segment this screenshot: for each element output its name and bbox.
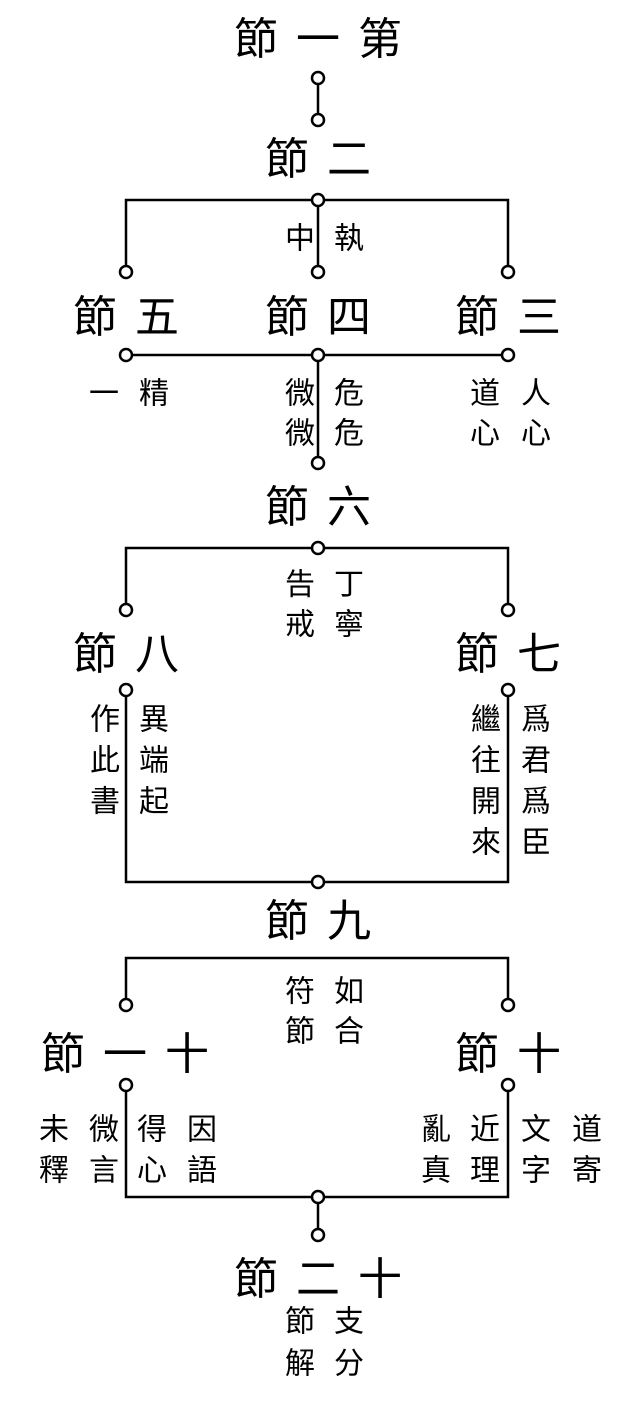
note-section-11: 得心 <box>131 1113 166 1195</box>
note-section-4: 微 <box>279 417 314 458</box>
note-section-9: 節 <box>279 1015 314 1056</box>
heading-section-8: 節八 <box>73 629 197 680</box>
note-section-10: 近理 <box>464 1113 499 1195</box>
node-circles <box>118 70 516 1243</box>
note-section-10: 亂真 <box>415 1113 450 1195</box>
note-section-9: 如 <box>328 975 363 1016</box>
note-section-4: 危 <box>328 417 363 458</box>
note-section-3: 心 <box>464 417 499 458</box>
note-section-8-right: 異端起 <box>133 703 168 826</box>
note-section-7-right: 爲君爲臣 <box>515 703 550 867</box>
note-section-11: 微言 <box>83 1113 118 1195</box>
note-section-3: 人 <box>515 377 550 418</box>
note-section-6: 告 <box>279 568 314 609</box>
note-section-9: 符 <box>279 975 314 1016</box>
note-section-5-left: 一 <box>83 377 118 418</box>
note-section-6: 丁 <box>328 568 363 609</box>
note-section-2-left: 中 <box>279 222 314 263</box>
note-section-6: 寧 <box>328 608 363 649</box>
note-section-12: 解 <box>279 1347 314 1388</box>
heading-section-11: 節一十 <box>41 1029 227 1080</box>
note-section-11: 因語 <box>181 1113 216 1195</box>
note-section-8-left: 作此書 <box>84 703 119 826</box>
note-section-2-right: 執 <box>328 222 363 263</box>
note-section-12: 分 <box>328 1347 363 1388</box>
note-section-4: 微 <box>279 377 314 418</box>
heading-section-7: 節七 <box>455 629 579 680</box>
note-section-12: 支 <box>328 1305 363 1346</box>
heading-section-10: 節十 <box>455 1029 579 1080</box>
heading-section-1: 節一第 <box>234 14 420 65</box>
note-section-10: 文字 <box>515 1113 550 1195</box>
heading-section-9: 節九 <box>265 896 389 947</box>
note-section-10: 道寄 <box>566 1113 601 1195</box>
note-section-4: 危 <box>328 377 363 418</box>
note-section-11: 未釋 <box>33 1113 68 1195</box>
heading-section-3: 節三 <box>455 292 579 343</box>
note-section-3: 道 <box>464 377 499 418</box>
note-section-5-right: 精 <box>133 377 168 418</box>
heading-section-6: 節六 <box>265 482 389 533</box>
note-section-6: 戒 <box>279 608 314 649</box>
note-section-9: 合 <box>328 1015 363 1056</box>
note-section-7-left: 繼往開來 <box>465 703 500 867</box>
heading-section-2: 節二 <box>265 134 389 185</box>
heading-section-5: 節五 <box>73 292 197 343</box>
note-section-3: 心 <box>515 417 550 458</box>
heading-section-4: 節四 <box>265 292 389 343</box>
note-section-12: 節 <box>279 1305 314 1346</box>
heading-section-12: 節二十 <box>234 1254 420 1305</box>
